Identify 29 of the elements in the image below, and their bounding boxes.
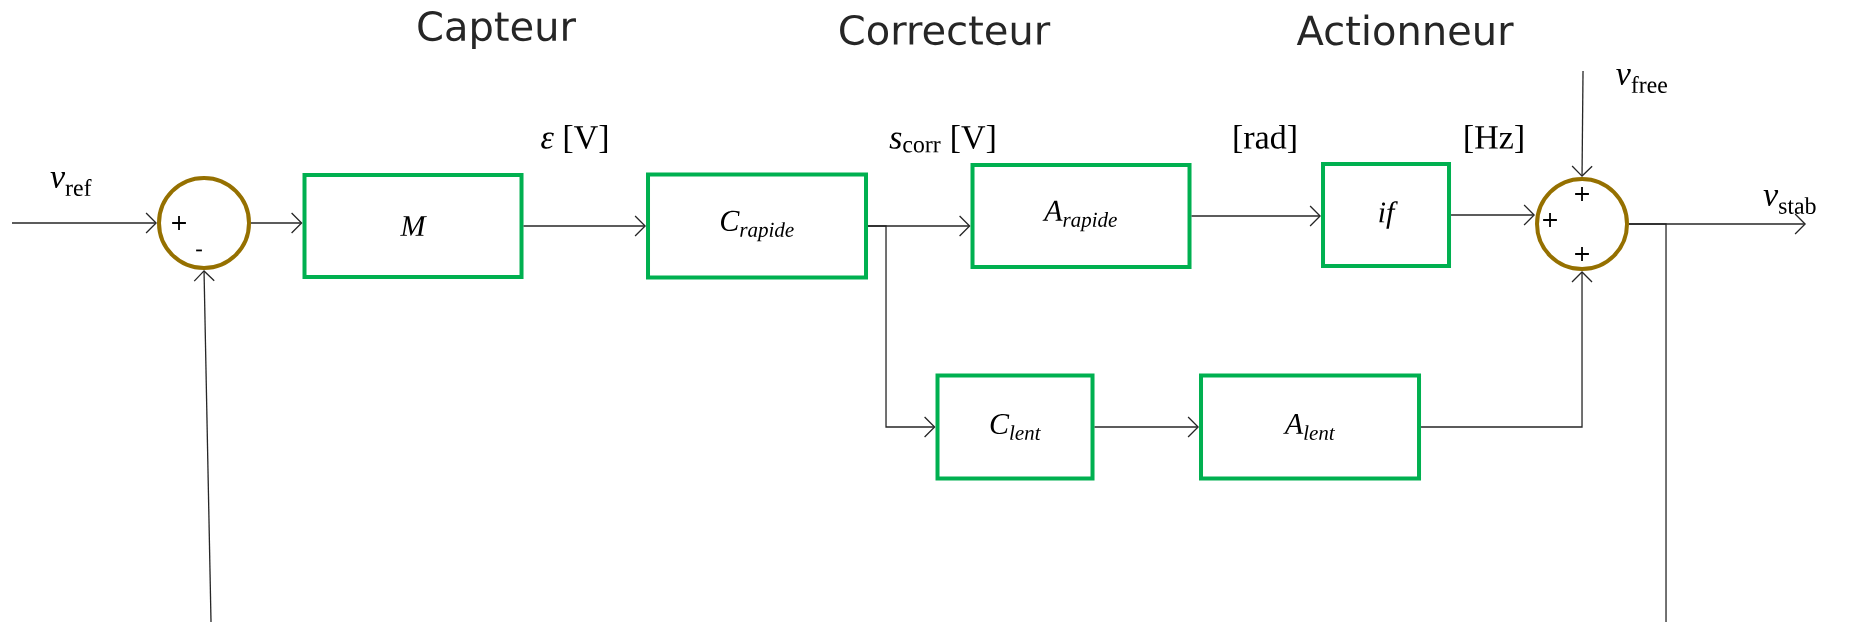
edge-label: ν$_{ref}$ [50, 172, 92, 196]
block-box: C$_{rapide}$ [646, 172, 868, 280]
block-box: M [302, 173, 524, 279]
arrow [1093, 416, 1199, 438]
edge-label: ν$_{stab}$ [1763, 190, 1816, 214]
arrow [1190, 205, 1321, 227]
block-box: C$_{lent}$ [935, 373, 1095, 481]
arrow [250, 212, 303, 234]
edge-label: s$_{corr}$ [V] [889, 124, 995, 154]
block-box: if [1321, 162, 1451, 268]
arrow [1450, 204, 1535, 226]
arrow [1420, 271, 1593, 428]
edge-label: ν$_{free}$ [1616, 69, 1667, 93]
stage-heading: Capteur [418, 11, 576, 49]
edge-label: [rad] [1234, 124, 1296, 154]
block-box: A$_{rapide}$ [970, 163, 1192, 269]
edge-label: ε [V] [541, 124, 608, 154]
edge-label: [Hz] [1465, 124, 1523, 154]
block-box: A$_{lent}$ [1199, 373, 1421, 481]
arrow [11, 212, 157, 234]
signal-line [1628, 223, 1667, 622]
arrow [1571, 70, 1593, 177]
arrow [522, 215, 646, 237]
stage-heading: Actionneur [1296, 14, 1514, 46]
stage-heading: Correcteur [840, 14, 1051, 46]
arrow [867, 225, 936, 438]
arrow [193, 270, 215, 622]
sum-junction: + - [157, 176, 251, 270]
sum-junction: + + + [1535, 177, 1629, 271]
